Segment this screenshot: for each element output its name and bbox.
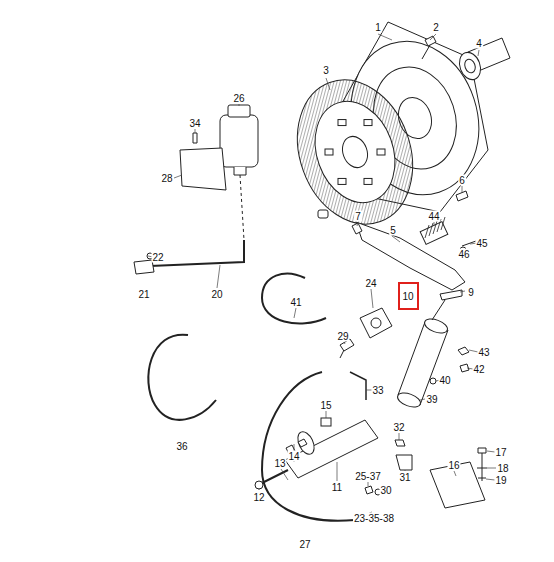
callout-number: 12 xyxy=(252,492,265,503)
callout-number: 19 xyxy=(494,475,507,486)
callout-number: 24 xyxy=(364,278,377,289)
reservoir xyxy=(220,115,258,167)
callout-number: 46 xyxy=(457,249,470,260)
callout-number: 11 xyxy=(331,482,343,493)
callout-number: 21 xyxy=(137,289,150,300)
callout-number: 45 xyxy=(475,238,488,249)
callout-number: 10 xyxy=(402,291,413,302)
spring xyxy=(420,222,448,245)
callout-number: 34 xyxy=(188,118,201,129)
callout-number: 2 xyxy=(432,22,440,33)
callout-number: 31 xyxy=(398,472,411,483)
callout-number: 20 xyxy=(210,289,223,300)
callout-number: 1 xyxy=(374,22,382,33)
callout-number: 15 xyxy=(319,400,332,411)
callout-number: 7 xyxy=(354,211,362,222)
callout-number: 41 xyxy=(289,297,302,308)
callout-number: 6 xyxy=(458,175,466,186)
callout-number: 29 xyxy=(336,331,349,342)
callout-number: 27 xyxy=(298,539,311,550)
callout-number: 13 xyxy=(273,458,286,469)
callout-number: 4 xyxy=(475,38,483,49)
callout-number: 3 xyxy=(322,65,330,76)
callout-number: 26 xyxy=(232,93,245,104)
callout-number: 39 xyxy=(425,394,438,405)
callout-number: 22 xyxy=(151,252,164,263)
callout-number: 40 xyxy=(438,375,451,386)
callout-number: 25-37 xyxy=(354,471,382,482)
hose xyxy=(148,335,216,420)
pivot-pin xyxy=(440,290,462,300)
callout-number: 18 xyxy=(496,463,509,474)
highlighted-callout: 10 xyxy=(398,282,419,310)
callout-number: 36 xyxy=(175,441,188,452)
gasket xyxy=(360,308,392,338)
hose xyxy=(262,274,326,324)
callout-number: 5 xyxy=(389,225,397,236)
hose xyxy=(150,240,244,266)
callout-number: 42 xyxy=(472,364,485,375)
callout-number: 28 xyxy=(160,173,173,184)
callout-number: 32 xyxy=(392,422,405,433)
callout-number: 14 xyxy=(287,451,300,462)
callout-number: 43 xyxy=(477,347,490,358)
bolt xyxy=(422,36,436,59)
clutch-disc xyxy=(278,64,432,241)
callout-number: 23-35-38 xyxy=(353,513,395,524)
callout-number: 33 xyxy=(371,385,384,396)
bracket xyxy=(180,148,226,190)
release-fork xyxy=(356,222,465,290)
master-cylinder xyxy=(285,420,378,478)
callout-number: 30 xyxy=(379,485,392,496)
slave-cylinder xyxy=(398,322,448,405)
callout-number: 44 xyxy=(427,211,440,222)
callout-number: 17 xyxy=(494,447,507,458)
callout-number: 16 xyxy=(447,460,460,471)
callout-number: 9 xyxy=(467,287,475,298)
